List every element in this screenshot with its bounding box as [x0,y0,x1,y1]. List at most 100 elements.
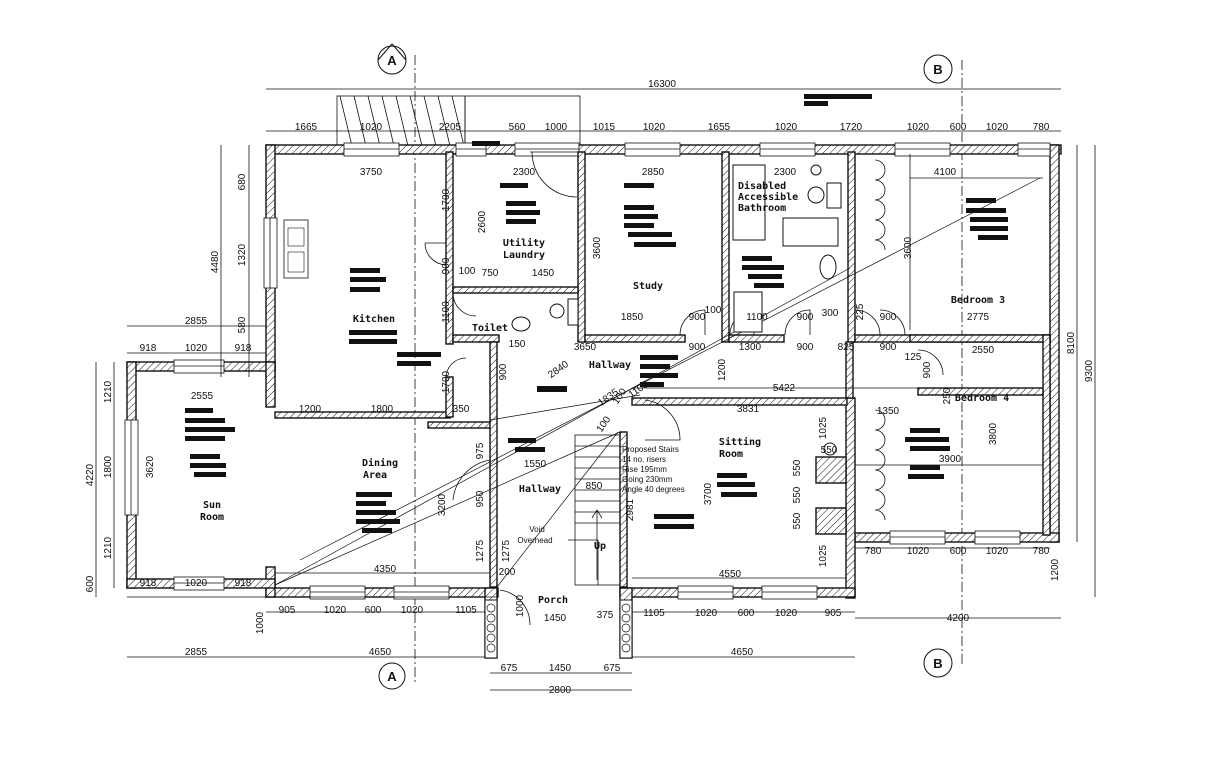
room-label-kitchen: Kitchen [353,313,395,325]
dim: 8100 [1066,331,1077,354]
dim-kitchen-width: 3750 [360,167,383,178]
dim: 900 [689,312,706,323]
dim-bottom-right: 600 [738,608,755,619]
room-label-accessible: Accessible [738,191,798,203]
dim: 1200 [299,404,322,415]
dim-top: 1000 [545,122,568,133]
room-label-toilet: Toilet [472,322,508,334]
section-marker-b-top: B [933,62,942,77]
dim-sun-top: 918 [140,343,157,354]
dim: 2855 [185,647,208,658]
dim-left: 1320 [237,243,248,266]
dim-sun-depth: 3620 [145,455,156,478]
windows [124,142,1051,600]
dim: 1100 [746,312,768,323]
room-label-study: Study [633,281,663,292]
dim-sun-overall: 2855 [185,316,208,327]
dim: 200 [499,567,516,578]
dim-bath-width: 2300 [774,167,797,178]
dim: 1850 [621,312,644,323]
dim-top: 1020 [907,122,930,133]
dim-top: 780 [1033,122,1050,133]
dim-bottom-right: 905 [825,608,842,619]
section-line-a: A A [377,43,416,690]
overhead-label: Overhead [517,536,552,545]
dim: 550 [792,459,803,476]
room-label-dining: Dining [362,457,398,469]
dim: 375 [597,610,614,621]
dimension-texts: 16300 1665 1020 2205 560 1000 1015 1020 … [85,79,1095,696]
dim-top: 1720 [840,122,863,133]
dim: 2800 [549,685,572,696]
dim: 3831 [737,404,760,415]
dim: 100 [459,266,476,277]
dim: 675 [604,663,621,674]
room-label-sitting: Sitting [719,436,761,448]
room-label-bathroom: Bathroom [738,203,786,214]
dim: 675 [501,663,518,674]
dim: 1450 [532,268,555,279]
dim: 900 [441,257,452,274]
redacted-labels [185,94,1008,533]
dim: 2981 [625,498,636,521]
canopy-hatch [336,95,581,147]
dim-sun-left: 1210 [103,536,114,559]
stair-note: 14 no. risers [622,455,666,464]
dim-bottom-left: 1020 [324,605,347,616]
dim: 4650 [731,647,754,658]
dim: 1025 [818,544,829,567]
room-labels: Kitchen Utility Laundry Toilet Study Dis… [200,180,1009,606]
dim: 550 [792,512,803,529]
dim-utility-width: 2300 [513,167,536,178]
dim-top: 1655 [708,122,731,133]
room-label-sitting-room: Room [719,449,743,460]
room-label-laundry: Laundry [503,250,545,261]
dim-sun-top: 1020 [185,343,208,354]
dim-left-total: 4480 [210,250,221,273]
room-label-utility: Utility [503,237,545,249]
section-line-b: B B [923,54,963,678]
dim: 900 [880,342,897,353]
dim: 900 [922,361,933,378]
dim: 1350 [877,406,900,417]
dim-bottom-right: 1105 [643,608,665,619]
stair-note: Proposed Stairs [622,445,679,454]
dim-top: 1020 [360,122,383,133]
dim: 1700 [441,188,452,211]
dim: 750 [482,268,499,279]
dim: 1450 [549,663,572,674]
dim-bottom-right: 1020 [695,608,718,619]
room-label-sun-room: Room [200,512,224,523]
dim: 1275 [475,539,486,562]
dim: 950 [475,490,486,507]
dim-sun-bottom: 918 [140,578,157,589]
dim-bottom-left: 600 [365,605,382,616]
dim: 1000 [255,611,266,634]
room-label-sun: Sun [203,500,221,511]
dim: 4200 [947,613,970,624]
dim: 4550 [719,569,742,580]
dim-top: 560 [509,122,526,133]
stair-up-label: Up [594,541,606,552]
dim: 1200 [1050,558,1061,581]
dim: 1000 [515,594,526,617]
dim: 5422 [773,383,796,394]
staircase [568,434,621,586]
dim: 100 [705,305,722,316]
section-marker-b-bottom: B [933,656,942,671]
dim: 900 [689,342,706,353]
dim: 900 [498,363,509,380]
dim: 2550 [972,345,995,356]
dim: 3800 [988,422,999,445]
dim-right-bottom: 780 [1033,546,1050,557]
room-label-hallway-lower: Hallway [519,484,561,495]
dim-sun-left: 1210 [103,380,114,403]
dim-sun-left: 1800 [103,455,114,478]
dim-right-bottom: 600 [950,546,967,557]
room-label-bedroom-4: Bedroom 4 [955,393,1009,404]
dim: 1550 [524,459,547,470]
dim-sun-bottom: 1020 [185,578,208,589]
dim-right-bottom: 1020 [986,546,1009,557]
dim: 4350 [374,564,397,575]
dim-top: 600 [950,122,967,133]
